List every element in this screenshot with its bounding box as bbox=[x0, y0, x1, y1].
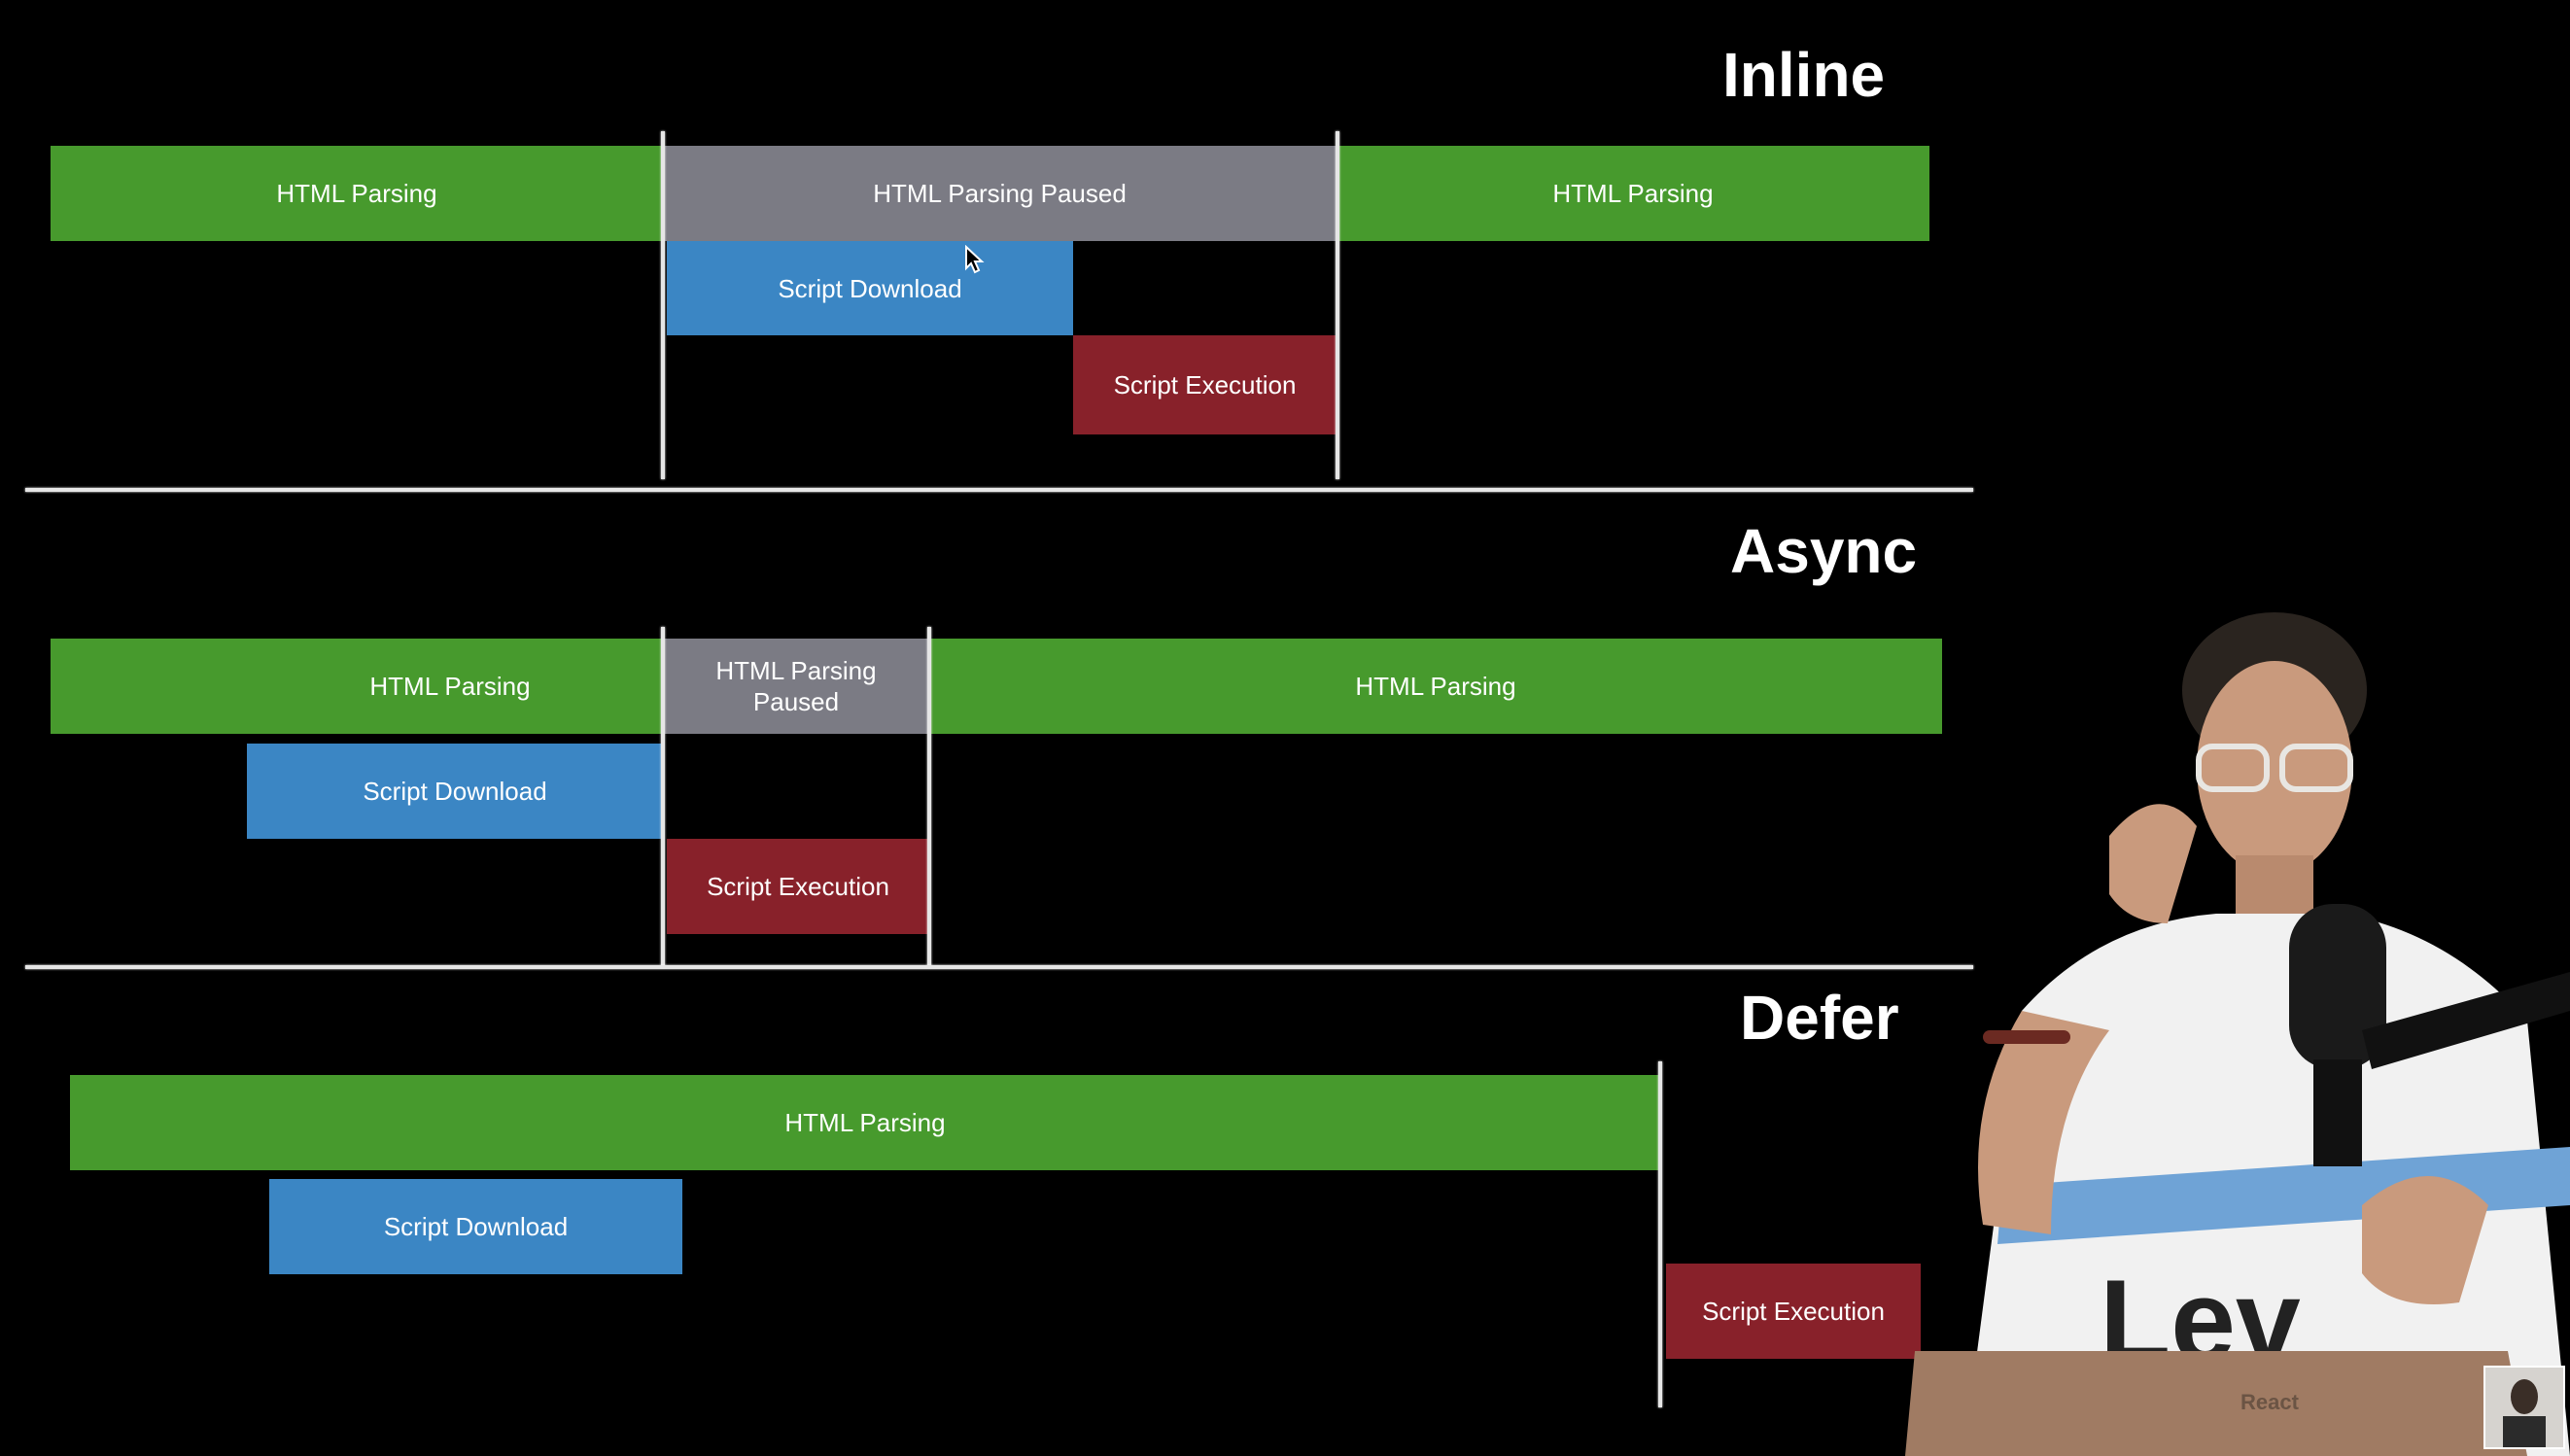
section-title-inline: Inline bbox=[1722, 40, 1886, 110]
section-title-async: Async bbox=[1730, 516, 1918, 586]
defer-marker-line bbox=[1658, 1061, 1662, 1407]
bar-label: HTML Parsing Paused bbox=[873, 179, 1127, 208]
async-marker-line-1 bbox=[661, 627, 665, 967]
bar-label: HTML Parsing bbox=[784, 1108, 946, 1137]
async-script-execution-bar: Script Execution bbox=[667, 839, 929, 934]
bar-label: Script Download bbox=[363, 777, 547, 806]
inline-marker-line-2 bbox=[1336, 131, 1339, 479]
laptop-react-logo: React bbox=[2240, 1390, 2299, 1414]
defer-html-parsing-bar: HTML Parsing bbox=[70, 1075, 1660, 1170]
presenter-illustration: Lev bbox=[1905, 612, 2570, 1456]
inline-html-parsing-bar-1: HTML Parsing bbox=[51, 146, 663, 241]
bar-label: HTML Parsing bbox=[276, 179, 437, 208]
thumbnail-illustration bbox=[2485, 1368, 2563, 1447]
async-marker-line-2 bbox=[927, 627, 931, 967]
mouse-cursor-icon bbox=[965, 245, 985, 274]
inline-script-execution-bar: Script Execution bbox=[1073, 335, 1337, 434]
async-script-download-bar: Script Download bbox=[247, 744, 663, 839]
inline-marker-line-1 bbox=[661, 131, 665, 479]
section-title-defer: Defer bbox=[1740, 983, 1899, 1053]
async-html-parsing-bar-1: HTML Parsing bbox=[51, 639, 663, 734]
bar-label: Script Execution bbox=[707, 872, 889, 901]
inline-html-parsing-paused-bar: HTML Parsing Paused bbox=[663, 146, 1337, 241]
presenter-video: Lev React bbox=[1905, 603, 2570, 1456]
bar-label: HTML Parsing bbox=[369, 672, 531, 701]
presenter-thumbnail bbox=[2483, 1366, 2565, 1449]
defer-script-download-bar: Script Download bbox=[269, 1179, 682, 1274]
inline-script-download-bar: Script Download bbox=[667, 241, 1073, 335]
bar-label: Script Execution bbox=[1702, 1297, 1885, 1326]
section-divider-2 bbox=[25, 965, 1973, 969]
bar-label: HTML Parsing bbox=[1355, 672, 1516, 701]
bar-label: HTML Parsing bbox=[1552, 179, 1714, 208]
bar-label: Script Download bbox=[383, 1212, 569, 1241]
bar-label: Script Execution bbox=[1113, 370, 1297, 399]
bar-label: HTML Parsing Paused bbox=[715, 656, 877, 716]
inline-html-parsing-bar-2: HTML Parsing bbox=[1337, 146, 1929, 241]
defer-script-execution-bar: Script Execution bbox=[1666, 1264, 1921, 1359]
bar-label: Script Download bbox=[778, 273, 962, 303]
async-html-parsing-bar-2: HTML Parsing bbox=[929, 639, 1942, 734]
async-html-parsing-paused-bar: HTML Parsing Paused bbox=[663, 639, 929, 734]
section-divider-1 bbox=[25, 488, 1973, 492]
